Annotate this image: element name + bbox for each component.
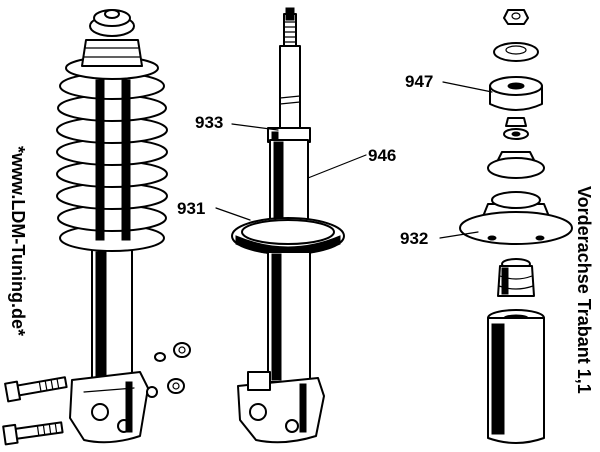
leader-lines	[215, 81, 493, 239]
damper-strut	[231, 7, 345, 444]
watermark-text: *www.LDM-Tuning.de*	[8, 146, 28, 336]
bump-stop	[497, 258, 535, 297]
loose-nuts-and-washers	[146, 342, 191, 398]
side-title: Vorderachse Trabant 1,1	[574, 186, 594, 394]
callout-946: 946	[368, 146, 396, 165]
callout-931: 931	[177, 199, 205, 218]
callout-932: 932	[400, 229, 428, 248]
strut-assembly-with-spring	[56, 9, 168, 444]
callout-933: 933	[195, 113, 223, 132]
callout-947: 947	[405, 72, 433, 91]
coil-spring	[56, 56, 168, 252]
mounting-bolts	[2, 376, 68, 446]
dust-boot	[487, 309, 545, 444]
exploded-top-mount-parts	[459, 9, 573, 444]
